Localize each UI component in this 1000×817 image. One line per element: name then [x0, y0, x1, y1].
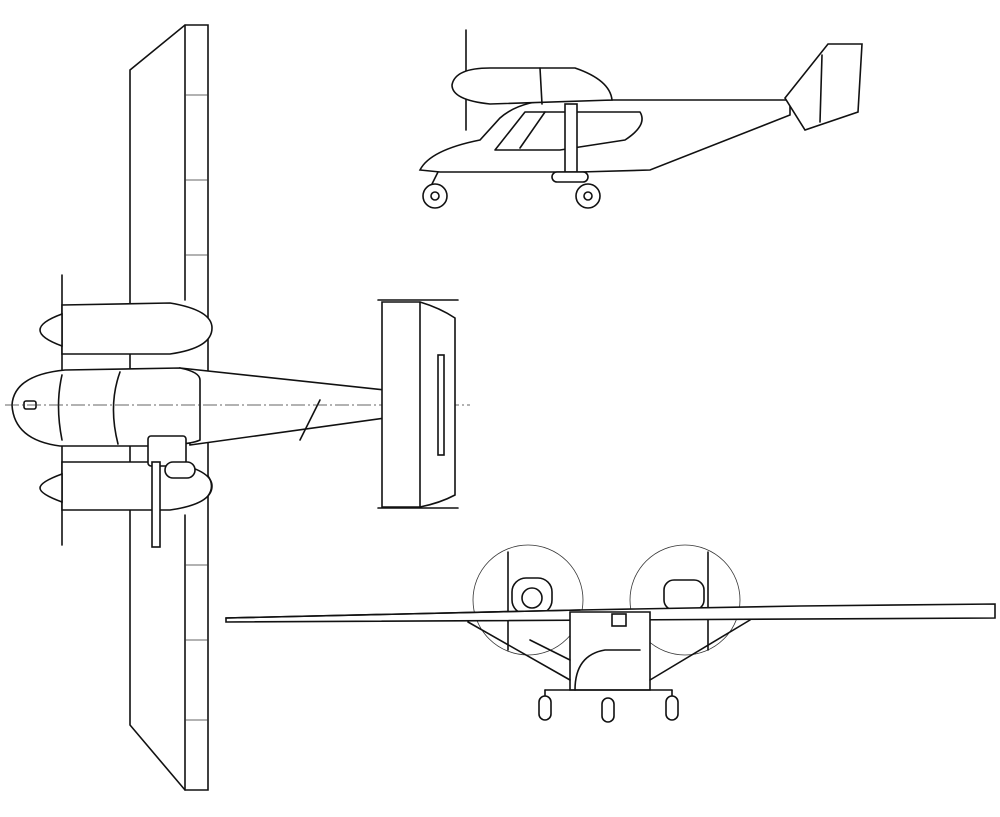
propeller-disc-left	[472, 544, 584, 656]
engine-front	[511, 577, 705, 615]
front-view	[225, 544, 996, 723]
wing-nacelle-side	[451, 67, 613, 173]
vertical-tail	[784, 43, 863, 131]
side-view	[418, 29, 863, 209]
fuselage-pod	[5, 367, 470, 447]
engine-nacelle-upper	[39, 302, 213, 355]
fuselage-front	[467, 611, 751, 691]
landing-gear-side	[422, 171, 601, 209]
horizontal-tail	[377, 299, 459, 509]
propeller-disc-right	[629, 544, 741, 656]
plan-view	[5, 24, 470, 791]
landing-gear-plan	[147, 435, 213, 548]
fuselage-side	[418, 99, 791, 173]
landing-gear-front	[538, 689, 679, 723]
